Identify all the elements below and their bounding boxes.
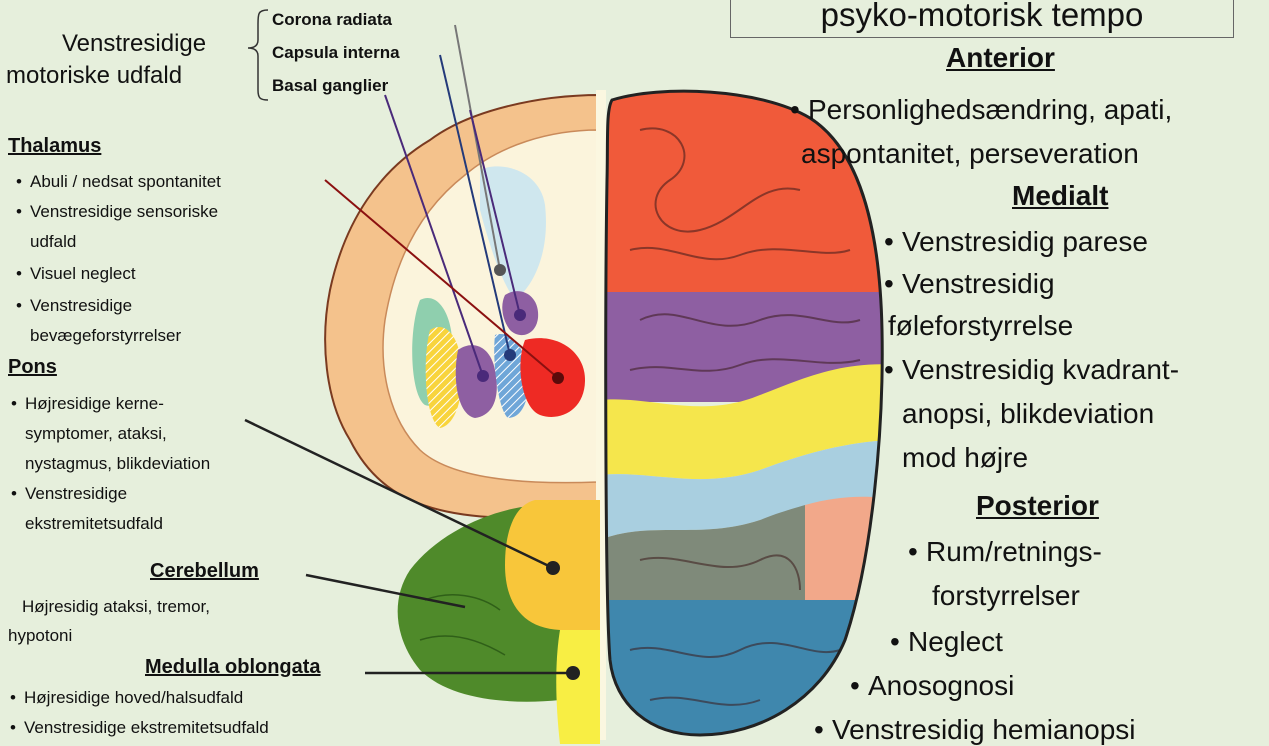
pons-item: Højresidige kerne- [25,394,164,414]
anterior-line1: Personlighedsændring, apati, [808,94,1172,126]
dot-basal2 [514,309,526,321]
medialt-item-cont: mod højre [902,442,1028,474]
thalamus-heading: Thalamus [8,135,101,158]
medulla-item: Højresidige hoved/halsudfald [24,688,243,708]
thalamus-item-cont: bevægeforstyrrelser [30,326,181,346]
dot-medulla [566,666,580,680]
medialt-item-cont: anopsi, blikdeviation [902,398,1154,430]
medialt-item-cont: føleforstyrrelse [888,310,1073,342]
anterior-heading: Anterior [946,42,1055,74]
cerebellum-heading: Cerebellum [150,560,259,583]
structure-capsula: Capsula interna [272,43,400,63]
structure-corona: Corona radiata [272,10,392,30]
posterior-item: Rum/retnings- [926,536,1102,568]
pons-item-cont: ekstremitetsudfald [25,514,163,534]
cerebellum-line2: hypotoni [8,626,72,646]
medialt-item: Venstresidig [902,268,1055,300]
dot-corona [494,264,506,276]
medialt-heading: Medialt [1012,180,1108,212]
thalamus-item: Visuel neglect [30,264,136,284]
pons-heading: Pons [8,356,57,379]
medialt-item: Venstresidig kvadrant- [902,354,1179,386]
thalamus-item: Venstresidige [30,296,132,316]
motor-label-line2: motoriske udfald [6,62,182,90]
region-peach [805,497,900,600]
dot-capsula [504,349,516,361]
title-box: psyko-motorisk tempo [730,0,1234,38]
medulla-item: Venstresidige ekstremitetsudfald [24,718,269,738]
dot-basal [477,370,489,382]
posterior-heading: Posterior [976,490,1099,522]
posterior-item-cont: forstyrrelser [932,580,1080,612]
pons-item-cont: nystagmus, blikdeviation [25,454,210,474]
motor-label-line1: Venstresidige [62,30,206,58]
thalamus-item: Abuli / nedsat spontanitet [30,172,221,192]
medulla-heading: Medulla oblongata [145,656,321,679]
posterior-item: Venstresidig hemianopsi [832,714,1136,746]
hemisphere-right [600,80,900,744]
medulla-yellow [556,630,600,744]
structure-basal: Basal ganglier [272,76,388,96]
title-text: psyko-motorisk tempo [731,0,1233,34]
posterior-item: Neglect [908,626,1003,658]
medialt-item: Venstresidig parese [902,226,1148,258]
thalamus-item: Venstresidige sensoriske [30,202,218,222]
dot-pons [546,561,560,575]
cerebellum-line1: Højresidig ataksi, tremor, [22,597,210,617]
pons-item-cont: symptomer, ataksi, [25,424,167,444]
dot-thalamus [552,372,564,384]
brace [248,10,268,100]
thalamus-item-cont: udfald [30,232,76,252]
anterior-line2: aspontanitet, perseveration [801,138,1139,170]
posterior-item: Anosognosi [868,670,1014,702]
pons-item: Venstresidige [25,484,127,504]
brainstem [398,500,600,744]
